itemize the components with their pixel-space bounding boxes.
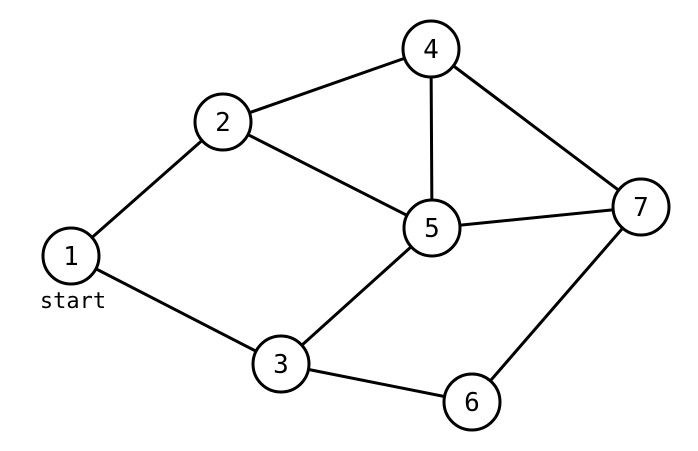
graph-edge-1-3 [69,254,283,366]
graph-edge-3-6 [279,362,474,404]
node-label-6: 6 [464,388,480,418]
node-circle-3 [251,334,311,394]
node-label-4: 4 [423,35,439,65]
graph-node-2: 2 [193,92,253,152]
graph-node-7: 7 [611,177,671,237]
graph-edge-4-7 [429,47,643,209]
node-label-1: 1 [63,242,79,272]
graph-node-6: 6 [442,372,502,432]
node-circle-6 [442,372,502,432]
node-label-7: 7 [633,193,649,223]
node-circle-4 [401,19,461,79]
graph-edge-3-5 [279,226,434,366]
node-circle-5 [402,198,462,258]
node-label-3: 3 [273,350,289,380]
node-label-5: 5 [424,214,440,244]
graph-node-3: 3 [251,334,311,394]
graph-edge-1-2 [69,120,225,258]
graph-node-1: 1 [41,226,101,286]
node-circle-7 [611,177,671,237]
graph-edge-2-5 [221,120,434,230]
node-circle-1 [41,226,101,286]
graph-edge-6-7 [470,205,643,404]
graph-node-4: 4 [401,19,461,79]
node-label-2: 2 [215,108,231,138]
graph-edge-4-5 [429,47,434,230]
node-circle-2 [193,92,253,152]
annotation-start: start [40,289,106,314]
graph-edge-2-4 [221,47,433,124]
graph-edge-5-7 [430,205,643,230]
graph-node-5: 5 [402,198,462,258]
